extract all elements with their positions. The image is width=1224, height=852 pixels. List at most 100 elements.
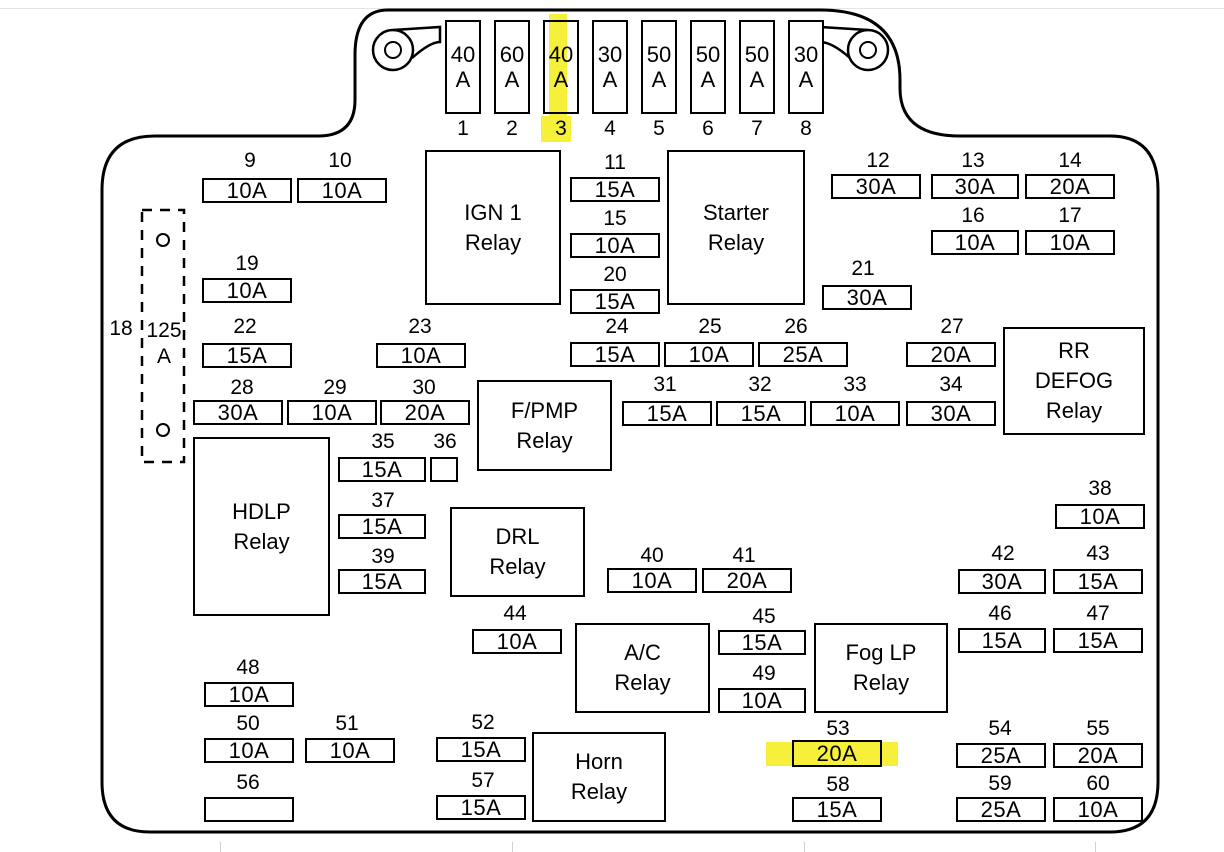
fuse-41: 20A <box>702 568 792 593</box>
fuse-37: 15A <box>338 514 426 539</box>
fuse-9-number: 9 <box>244 149 256 172</box>
fuse-33-number: 33 <box>843 373 867 396</box>
scan-tick <box>220 842 221 852</box>
fuse-35: 15A <box>338 457 426 482</box>
fuse-32-number: 32 <box>748 373 772 396</box>
fuse-26-number: 26 <box>784 315 808 338</box>
fuse-59-number: 59 <box>988 772 1012 795</box>
fuse-22: 15A <box>202 343 292 368</box>
maxi-fuse-3: 40 A <box>543 20 579 114</box>
fuse-44-number: 44 <box>503 602 527 625</box>
fuse-38: 10A <box>1055 504 1145 529</box>
fuse-36-number: 36 <box>433 430 457 453</box>
fuse-36 <box>430 457 458 482</box>
fuse-17-number: 17 <box>1058 204 1082 227</box>
fuse-46: 15A <box>958 628 1046 653</box>
fuse-59: 25A <box>956 797 1046 822</box>
relay-fpmp: F/PMP Relay <box>477 380 612 471</box>
scan-tick <box>512 842 513 852</box>
fuse-57-number: 57 <box>471 769 495 792</box>
fuse-11: 15A <box>570 177 660 202</box>
fuse-45-number: 45 <box>752 605 776 628</box>
fuse-11-number: 11 <box>604 151 626 174</box>
fuse-60-number: 60 <box>1086 772 1110 795</box>
fuse-47-number: 47 <box>1086 602 1110 625</box>
fuse-33: 10A <box>810 401 900 426</box>
fuse-37-number: 37 <box>371 489 395 512</box>
fuse-54-number: 54 <box>988 717 1012 740</box>
fuse-19: 10A <box>202 278 292 303</box>
fuse-49-number: 49 <box>752 662 776 685</box>
fuse-46-number: 46 <box>988 602 1012 625</box>
fuse-28: 30A <box>193 400 283 425</box>
scan-tick <box>804 842 805 852</box>
fuse-51-number: 51 <box>335 712 359 735</box>
fuse-53: 20A <box>792 740 882 767</box>
fuse-42: 30A <box>958 569 1046 594</box>
relay-rr-defog: RR DEFOG Relay <box>1003 327 1145 435</box>
fuse-17: 10A <box>1025 230 1115 255</box>
fuse-49: 10A <box>718 688 806 713</box>
fuse-10: 10A <box>297 178 387 203</box>
fuse-27-number: 27 <box>940 315 964 338</box>
fuse-58: 15A <box>792 797 882 822</box>
fuse-14: 20A <box>1025 174 1115 199</box>
fuse-9: 10A <box>202 178 292 203</box>
fuse-32: 15A <box>716 401 806 426</box>
fuse-56 <box>204 797 294 822</box>
maxi-fuse-8: 30 A <box>788 20 824 114</box>
relay-hdlp: HDLP Relay <box>193 437 330 616</box>
fuse-41-number: 41 <box>732 544 756 567</box>
fuse-55-number: 55 <box>1086 717 1110 740</box>
relay-drl: DRL Relay <box>450 507 585 597</box>
fuse-57: 15A <box>436 795 526 820</box>
fuse-22-number: 22 <box>233 315 257 338</box>
scan-tick <box>1095 842 1096 852</box>
fuse-13: 30A <box>931 174 1019 199</box>
maxi-fuse-7-number: 7 <box>751 117 763 140</box>
maxi-fuse-2: 60 A <box>494 20 530 114</box>
fuse-16: 10A <box>931 230 1019 255</box>
mount-hole-left <box>371 28 415 72</box>
maxi-fuse-5: 50 A <box>641 20 677 114</box>
fuse-14-number: 14 <box>1058 149 1082 172</box>
fuse-43-number: 43 <box>1086 542 1110 565</box>
fuse-25-number: 25 <box>698 315 722 338</box>
fuse-40-number: 40 <box>640 544 664 567</box>
fuse-45: 15A <box>718 630 806 655</box>
relay-horn: Horn Relay <box>532 732 666 822</box>
fuse-40: 10A <box>607 568 697 593</box>
mount-hole-right <box>846 28 890 72</box>
fuse-42-number: 42 <box>991 542 1015 565</box>
fuse-55: 20A <box>1053 743 1143 768</box>
fuse-18-rating: 125 A <box>146 319 182 369</box>
fuse-23-number: 23 <box>408 315 432 338</box>
maxi-fuse-6-number: 6 <box>702 117 714 140</box>
fuse-54: 25A <box>956 743 1046 768</box>
maxi-fuse-5-number: 5 <box>653 117 665 140</box>
fuse-12: 30A <box>831 174 921 199</box>
fuse-34-number: 34 <box>939 373 963 396</box>
fuse-35-number: 35 <box>371 430 395 453</box>
fuse-30: 20A <box>380 400 470 425</box>
fuse-31-number: 31 <box>653 373 677 396</box>
highlight-fuse-3 <box>549 14 567 116</box>
fuse-31: 15A <box>622 401 712 426</box>
fuse-10-number: 10 <box>328 149 352 172</box>
fuse-12-number: 12 <box>866 149 890 172</box>
fuse-47: 15A <box>1053 628 1143 653</box>
fuse-16-number: 16 <box>961 204 985 227</box>
fuse-24-number: 24 <box>605 315 629 338</box>
fuse-30-number: 30 <box>412 376 436 399</box>
maxi-fuse-2-number: 2 <box>506 117 518 140</box>
fuse-29-number: 29 <box>323 376 347 399</box>
maxi-fuse-3-number: 3 <box>555 117 567 140</box>
fuse-21-number: 21 <box>851 257 875 280</box>
fuse-51: 10A <box>305 738 395 763</box>
fuse-21: 30A <box>822 285 912 310</box>
maxi-fuse-4: 30 A <box>592 20 628 114</box>
maxi-fuse-1-number: 1 <box>457 117 469 140</box>
fuse-39: 15A <box>338 569 426 594</box>
